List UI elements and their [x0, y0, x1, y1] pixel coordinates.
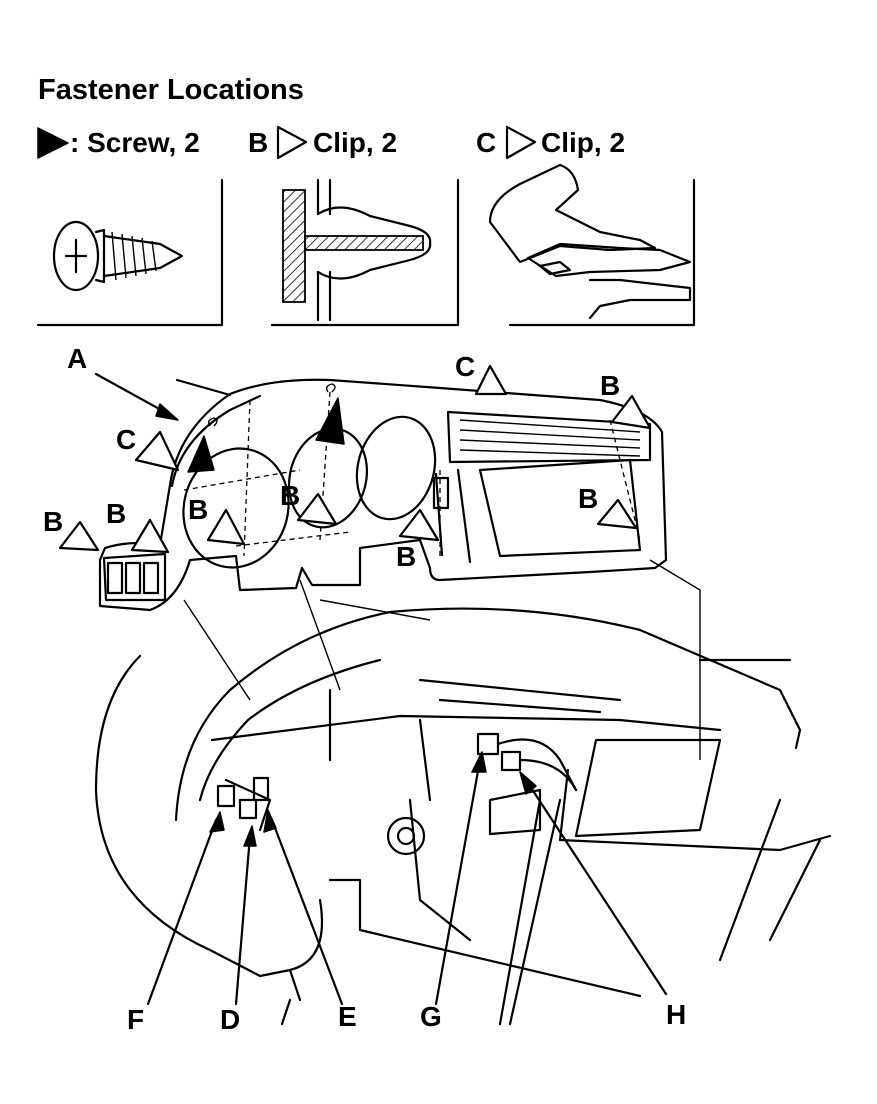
callout-b: B [600, 370, 620, 401]
clip-b-marker [596, 498, 638, 530]
clip-c-marker [134, 430, 180, 472]
clip-b-marker [58, 520, 100, 552]
legend-clip-b-label: Clip, 2 [313, 127, 397, 158]
callout-d: D [220, 1004, 240, 1035]
connector-d [238, 798, 258, 820]
callout-b: B [578, 483, 598, 514]
callout-c: C [116, 424, 136, 455]
callout-b: B [280, 480, 300, 511]
page-title: Fastener Locations [38, 74, 304, 106]
callout-g: G [420, 1001, 442, 1032]
callout-e: E [338, 1001, 357, 1032]
legend-clip-c: C Clip, 2 [476, 125, 625, 160]
clip-b-marker [398, 508, 440, 542]
clip-c-marker [474, 364, 508, 396]
callout-a: A [67, 343, 87, 374]
screw-icon [52, 220, 184, 292]
panel-section [282, 189, 306, 303]
connector-group [216, 732, 578, 820]
filled-triangle-icon [37, 127, 69, 159]
legend-clip-c-letter: C [476, 127, 496, 158]
clip-shaft [304, 235, 424, 251]
screw-marker [315, 397, 345, 445]
connector-e [252, 776, 270, 802]
clip-b-marker [610, 394, 652, 430]
callout-b: B [188, 494, 208, 525]
outline-triangle-icon [276, 125, 308, 160]
clip-b-detail [270, 178, 460, 327]
callout-c: C [455, 351, 475, 382]
dashboard-frame [94, 607, 832, 1026]
legend-screw: : Screw, 2 [37, 127, 200, 159]
connector-f [216, 784, 236, 808]
clip-b-marker [206, 508, 246, 546]
legend-clip-c-label: Clip, 2 [541, 127, 625, 158]
outline-triangle-icon [505, 125, 537, 160]
connector-g [476, 732, 500, 756]
legend-screw-label: : Screw, 2 [70, 127, 200, 158]
clip-b-marker [296, 492, 338, 526]
callout-b: B [106, 498, 126, 529]
callout-h: H [666, 999, 686, 1030]
callout-b: B [396, 541, 416, 572]
legend-clip-b-letter: B [248, 127, 268, 158]
callout-f: F [127, 1004, 144, 1035]
screw-detail [36, 178, 224, 327]
legend-clip-b: B Clip, 2 [248, 125, 397, 160]
clip-b-marker [130, 518, 170, 554]
callout-b: B [43, 506, 63, 537]
screw-marker [187, 435, 215, 473]
connector-h [500, 750, 522, 772]
instrument-panel [98, 378, 668, 612]
clip-c-detail [488, 163, 696, 327]
clip-markers [58, 364, 652, 554]
